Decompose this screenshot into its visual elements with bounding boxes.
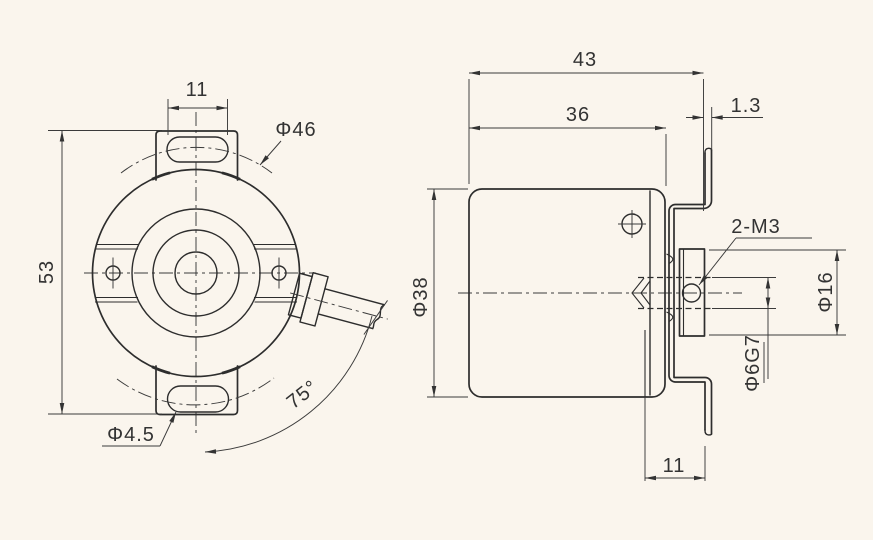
- gland-nut: [299, 272, 329, 327]
- body-length-label: 36: [566, 104, 590, 126]
- encoder-body: [468, 188, 666, 398]
- cross-screw-icon: [618, 210, 646, 238]
- dim-flange-thickness-1-3: 1.3: [686, 95, 763, 150]
- top-mount-tab: [155, 130, 239, 181]
- clamp-band-lines: [95, 243, 297, 303]
- dim-shaft-bore-6g7: Φ6G7: [712, 277, 776, 392]
- bore-break-chevron-outer: [631, 277, 645, 309]
- tab-junction-fillets: [151, 171, 241, 375]
- bore-break-chevron-inner: [640, 280, 651, 306]
- label-set-screw: 2-M3: [698, 216, 812, 286]
- hub-diameter-label: Φ16: [815, 271, 837, 312]
- bolt-circle-arc-bottom: [116, 377, 275, 406]
- bottom-mount-slot: [166, 385, 230, 413]
- cable-break-curve: [372, 304, 385, 330]
- cable-angle-label: 75°: [283, 376, 323, 414]
- shaft-bore-label: Φ6G7: [742, 334, 764, 392]
- body-diameter-label: Φ38: [410, 276, 432, 317]
- flange-thickness-label: 1.3: [731, 95, 762, 117]
- bottom-mount-tab: [155, 365, 239, 416]
- set-screw-label: 2-M3: [731, 216, 781, 238]
- dim-hub-diameter-16: Φ16: [709, 249, 846, 336]
- cable: [290, 288, 388, 335]
- right-screw-hole: [271, 257, 287, 289]
- top-mount-slot: [166, 136, 229, 163]
- bolt-circle-arc-top: [120, 146, 273, 174]
- cable-axis-centerline: [290, 292, 388, 320]
- dim-body-diameter-38: Φ38: [410, 188, 468, 398]
- label-mount-hole: Φ4.5: [102, 411, 177, 447]
- bracket-bend-relief-lower: [666, 311, 674, 322]
- cable-gland: [287, 272, 388, 335]
- mount-boss-circle: [131, 208, 261, 338]
- side-view: 43 36 1.3 Φ38 2-M3: [410, 49, 846, 481]
- front-view: 53 11 Φ46 Φ4.5 75°: [36, 79, 388, 454]
- dim-cable-angle-75: 75°: [204, 315, 373, 454]
- bracket-bottom-tip: [704, 429, 713, 436]
- dim-height-label: 53: [36, 260, 58, 284]
- bolt-circle-label: Φ46: [275, 119, 316, 141]
- mount-offset-label: 11: [663, 455, 686, 477]
- bracket-bend-relief-upper: [666, 253, 674, 264]
- total-length-label: 43: [573, 49, 597, 71]
- bearing-step-circle: [152, 229, 240, 317]
- left-screw-hole: [105, 257, 121, 289]
- mounting-bracket: [666, 147, 713, 436]
- set-screw-hole: [681, 283, 702, 303]
- bracket-top-tip: [704, 147, 713, 154]
- dim-height-53: 53: [36, 130, 162, 415]
- shaft-bore-circle: [174, 251, 218, 295]
- label-bolt-circle: Φ46: [259, 119, 316, 166]
- dim-mount-offset-11: 11: [644, 397, 706, 481]
- dim-total-length-43: 43: [468, 49, 704, 211]
- mount-hole-label: Φ4.5: [107, 424, 155, 446]
- dim-slot-width-11: 11: [167, 79, 228, 135]
- shaft-collar: [678, 248, 706, 337]
- dim-body-length-36: 36: [468, 104, 667, 186]
- dim-slot-width-label: 11: [186, 79, 209, 101]
